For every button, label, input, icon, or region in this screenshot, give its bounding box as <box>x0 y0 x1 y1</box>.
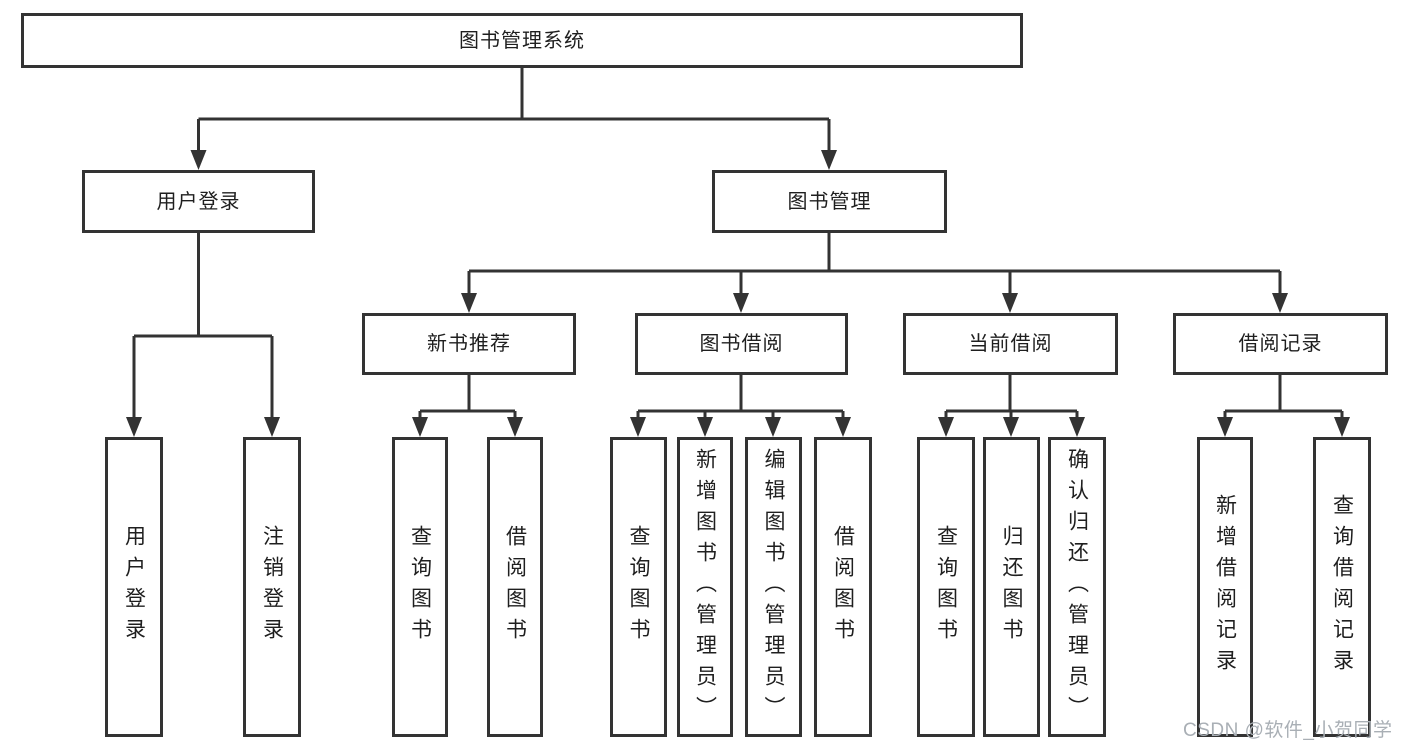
node-leaf-query-books-current: 查询图书 <box>917 437 975 737</box>
arrowhead <box>697 417 713 437</box>
connector-line <box>636 375 845 420</box>
node-leaf-user-login: 用户登录 <box>105 437 163 737</box>
arrowhead <box>733 293 749 313</box>
node-leaf-query-borrow-record: 查询借阅记录 <box>1313 437 1371 737</box>
connector-bookmgmt-to-level3 <box>461 233 1288 313</box>
arrowhead <box>126 417 142 437</box>
node-library-system: 图书管理系统 <box>21 13 1023 68</box>
node-book-borrowing: 图书借阅 <box>635 313 848 375</box>
arrowhead <box>507 417 523 437</box>
arrowhead <box>630 417 646 437</box>
node-leaf-confirm-return-admin: 确认归还（管理员） <box>1048 437 1106 737</box>
connector-line <box>418 375 517 420</box>
arrowhead <box>412 417 428 437</box>
node-leaf-query-books-recommend: 查询图书 <box>392 437 448 737</box>
connector-borrowing-to-leaves <box>630 375 851 437</box>
arrowhead <box>1272 293 1288 313</box>
node-leaf-add-borrow-record: 新增借阅记录 <box>1197 437 1253 737</box>
connector-line <box>197 68 831 153</box>
arrowhead <box>1334 417 1350 437</box>
connector-root-to-level2 <box>190 68 837 170</box>
node-leaf-logout: 注销登录 <box>243 437 301 737</box>
node-new-book-recommend: 新书推荐 <box>362 313 576 375</box>
arrowhead <box>765 417 781 437</box>
node-current-borrowing: 当前借阅 <box>903 313 1118 375</box>
node-user-login: 用户登录 <box>82 170 315 233</box>
watermark: CSDN @软件_小贺同学 <box>1183 720 1393 741</box>
node-borrowing-records: 借阅记录 <box>1173 313 1388 375</box>
arrowhead <box>835 417 851 437</box>
node-leaf-add-books-admin: 新增图书（管理员） <box>677 437 733 737</box>
connector-newbook-to-leaves <box>412 375 523 437</box>
arrowhead <box>1069 417 1085 437</box>
node-leaf-borrow-books-recommend: 借阅图书 <box>487 437 543 737</box>
node-leaf-return-books: 归还图书 <box>983 437 1040 737</box>
connector-line <box>1223 375 1344 420</box>
arrowhead <box>821 150 837 170</box>
arrowhead <box>1217 417 1233 437</box>
arrowhead <box>1002 293 1018 313</box>
connector-current-to-leaves <box>938 375 1085 437</box>
arrowhead <box>461 293 477 313</box>
connector-userlogin-to-leaves <box>126 233 280 437</box>
connector-line <box>944 375 1079 420</box>
arrowhead <box>938 417 954 437</box>
connector-line <box>467 233 1282 296</box>
arrowhead <box>190 150 207 170</box>
node-leaf-borrow-books-borrowing: 借阅图书 <box>814 437 872 737</box>
arrowhead <box>264 417 280 437</box>
node-leaf-edit-books-admin: 编辑图书（管理员） <box>745 437 802 737</box>
node-book-management: 图书管理 <box>712 170 947 233</box>
node-leaf-query-books-borrowing: 查询图书 <box>610 437 667 737</box>
connector-line <box>132 233 274 420</box>
connector-records-to-leaves <box>1217 375 1350 437</box>
arrowhead <box>1003 417 1019 437</box>
